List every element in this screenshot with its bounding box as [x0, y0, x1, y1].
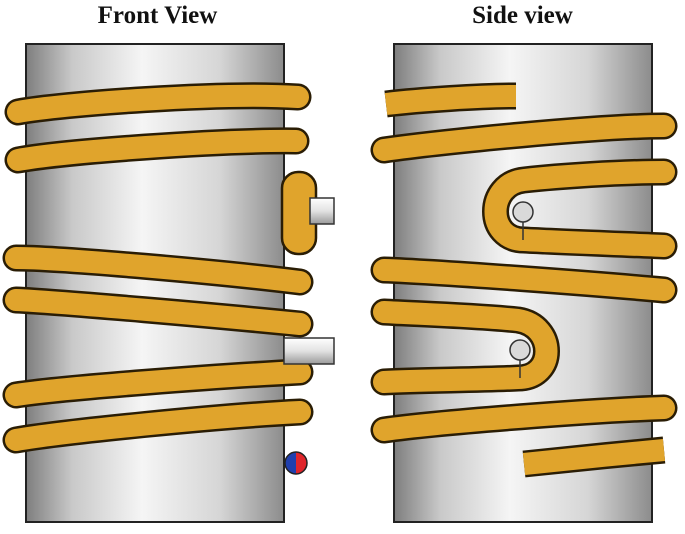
side-lower-port-hole: [509, 339, 531, 378]
front-coil: [2, 82, 314, 454]
side-view-title: Side view: [472, 2, 573, 29]
side-coil-turn-3: [370, 256, 678, 304]
side-coil-turn-4: [370, 394, 678, 444]
front-lower-port: [283, 337, 335, 365]
front-coil-turn-2: [4, 127, 310, 174]
front-coil-turn-3: [2, 244, 314, 296]
side-lower-u-bend: [370, 298, 560, 396]
front-view: [2, 43, 335, 523]
temperature-indicator-icon: [284, 451, 308, 475]
front-view-title: Front View: [97, 2, 218, 29]
side-coil: [370, 82, 678, 478]
side-upper-port-hole: [512, 201, 534, 240]
side-coil-turn-5: [522, 436, 666, 478]
side-coil-turn-1: [384, 82, 517, 118]
side-view: [370, 43, 678, 523]
side-upper-u-bend: [482, 158, 678, 260]
side-coil-turn-2: [370, 112, 678, 164]
front-coil-turn-1: [4, 82, 312, 126]
front-coil-turn-5: [2, 358, 314, 409]
front-coil-turn-4: [2, 286, 314, 338]
front-upper-fitting: [280, 170, 335, 256]
front-coil-turn-6: [2, 398, 314, 454]
